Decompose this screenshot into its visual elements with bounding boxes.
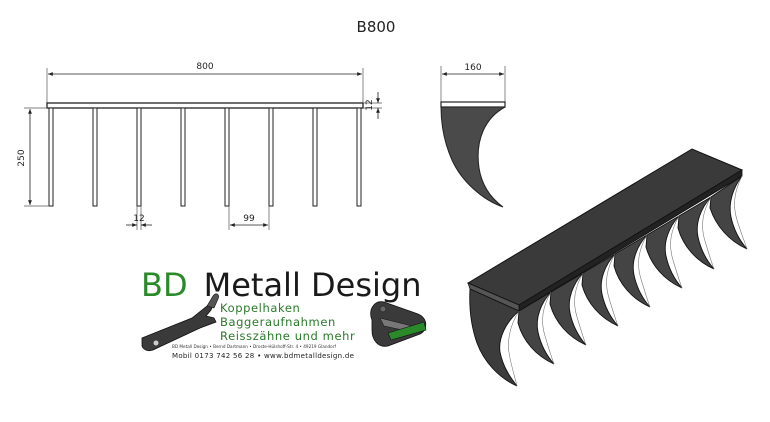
side-view: 160 bbox=[440, 63, 506, 208]
coupling-graphic bbox=[370, 301, 427, 347]
iso-tines bbox=[469, 175, 748, 387]
isometric-view bbox=[466, 148, 748, 387]
drawing-title: B800 bbox=[357, 18, 396, 36]
brand-bd: BD bbox=[141, 266, 188, 304]
address-line: BD Metall Design • Bernd Dartmann • Dros… bbox=[172, 344, 336, 349]
height-dimension-label: 250 bbox=[17, 149, 27, 166]
spacing-dimension-label: 99 bbox=[243, 214, 255, 224]
company-logo: BD Metall Design Koppelhaken Baggeraufna… bbox=[141, 266, 427, 360]
depth-dimension-label: 160 bbox=[464, 63, 481, 73]
contact-line: Mobil 0173 742 56 28 • www.bdmetalldesig… bbox=[172, 352, 354, 360]
tine-width-dimension-label: 12 bbox=[133, 214, 144, 224]
width-dimension-label: 800 bbox=[196, 62, 213, 72]
brand-metall-design: Metall Design bbox=[204, 266, 422, 304]
front-view: 800 250 12 12 bbox=[17, 62, 382, 230]
tines bbox=[48, 107, 362, 207]
tagline-baggeraufnahmen: Baggeraufnahmen bbox=[220, 315, 336, 329]
tagline-koppelhaken: Koppelhaken bbox=[220, 301, 300, 315]
hook-graphic bbox=[141, 293, 219, 352]
thickness-dimension-label: 12 bbox=[365, 99, 375, 110]
side-plate bbox=[440, 101, 506, 108]
svg-text:BD Metall Design: BD Metall Design bbox=[141, 266, 421, 304]
side-tine-profile bbox=[440, 106, 506, 208]
top-plate bbox=[46, 102, 364, 109]
tagline-reisszaehne: Reisszähne und mehr bbox=[220, 329, 355, 343]
